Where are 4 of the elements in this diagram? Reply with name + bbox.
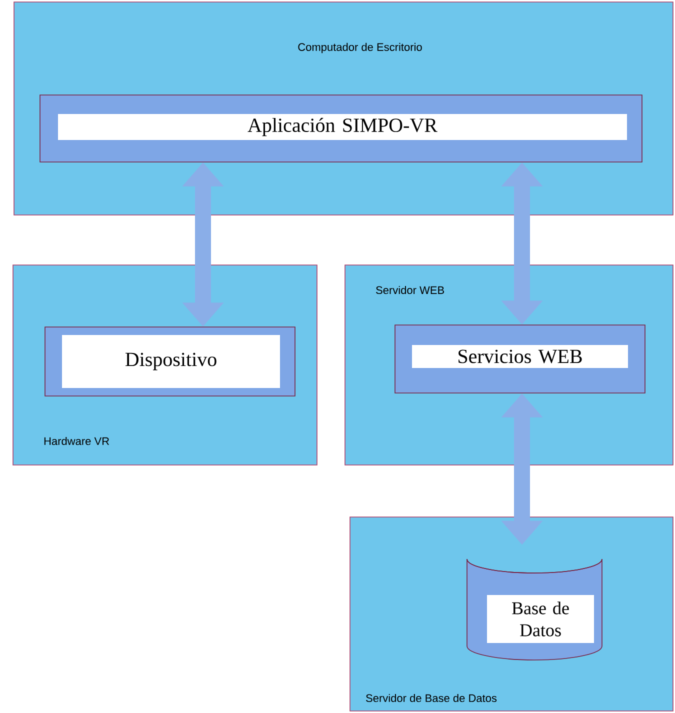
database-cylinder: Base de Datos: [466, 558, 602, 660]
component-box: Aplicación SIMPO-VR: [40, 94, 642, 162]
component-box: Dispositivo: [44, 326, 296, 396]
component-box: Servicios WEB: [394, 324, 646, 394]
